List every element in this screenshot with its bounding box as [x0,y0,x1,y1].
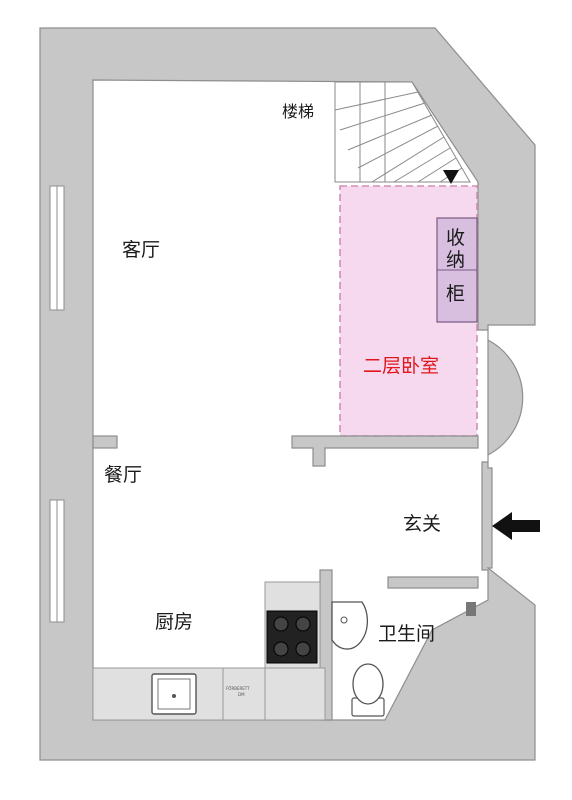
appliance-label-2: DM [238,692,245,697]
room-label-kitchen: 厨房 [155,611,193,633]
kitchen-counter [92,667,326,721]
bath-fixture [466,602,476,616]
stairs-direction-arrow [443,170,459,184]
room-label-dining: 餐厅 [104,464,142,486]
outer-walls [39,27,536,761]
storage-label-1: 收 [446,227,465,249]
entrance-arrow [492,512,540,540]
toilet [351,663,385,717]
bathroom-sink [331,601,369,650]
room-label-bathroom: 卫生间 [378,623,435,645]
room-label-living: 客厅 [122,239,160,261]
kitchen-sink [151,673,197,715]
storage-label-3: 柜 [446,283,465,305]
partition-bathroom-top [387,576,479,589]
room-label-entrance: 玄关 [403,513,441,535]
appliance-label-1: FÖRBERETT [226,686,250,691]
storage-label-2: 纳 [446,249,465,271]
wall-stub-dining [92,435,118,449]
room-label-stairs: 楼梯 [282,102,314,121]
stove [266,610,318,664]
room-label-bedroom: 二层卧室 [363,355,439,377]
partition-living-bedroom [291,435,479,467]
